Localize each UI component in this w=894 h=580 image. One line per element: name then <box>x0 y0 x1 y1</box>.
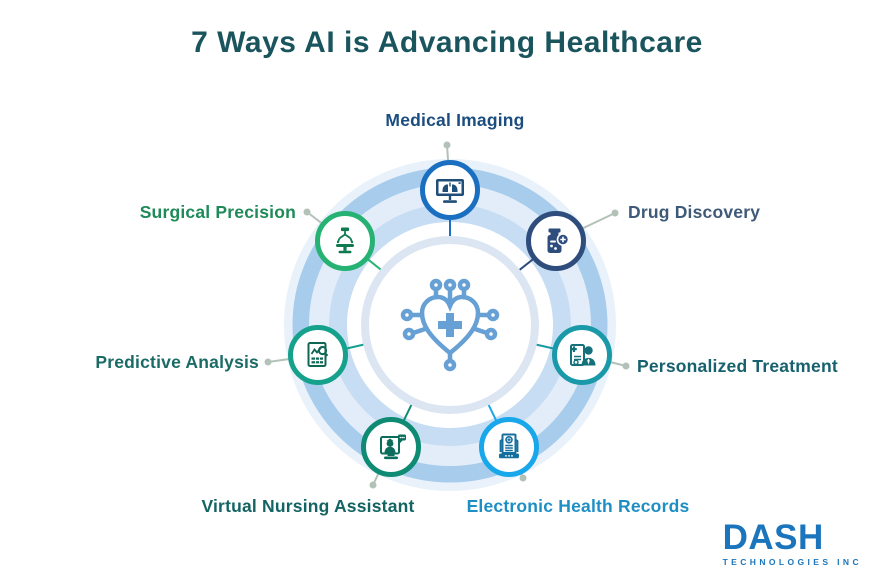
label-personalized-treatment: Personalized Treatment <box>637 356 838 376</box>
dash-logo-name: DASH <box>722 517 824 557</box>
doctor-clipboard-icon <box>570 344 596 366</box>
pill-bottle-icon <box>547 228 570 253</box>
node-personalized-treatment <box>552 325 612 385</box>
page-title: 7 Ways AI is Advancing Healthcare <box>191 26 703 59</box>
dash-logo: DASH TECHNOLOGIES INC <box>723 520 862 567</box>
label-virtual-nursing-assistant: Virtual Nursing Assistant <box>201 496 415 516</box>
label-electronic-health-records: Electronic Health Records <box>466 496 690 516</box>
monitor-lungs-icon <box>436 179 464 203</box>
nurse-screen-icon <box>380 434 406 460</box>
label-drug-discovery: Drug Discovery <box>628 202 761 222</box>
dash-logo-subtitle: TECHNOLOGIES INC <box>722 556 862 567</box>
label-surgical-precision: Surgical Precision <box>139 202 296 222</box>
node-predictive-analysis <box>288 325 348 385</box>
laptop-document-icon <box>499 433 519 459</box>
center-hub <box>361 236 539 414</box>
label-predictive-analysis: Predictive Analysis <box>95 352 259 372</box>
node-virtual-nursing-assistant <box>361 417 421 477</box>
node-medical-imaging <box>420 160 480 220</box>
node-electronic-health-records <box>479 417 539 477</box>
label-medical-imaging: Medical Imaging <box>385 110 525 130</box>
surgical-robot-icon <box>336 227 354 254</box>
ai-heart-circuit-icon <box>400 278 500 372</box>
chart-document-icon <box>307 342 329 367</box>
node-surgical-precision <box>315 211 375 271</box>
node-drug-discovery <box>526 211 586 271</box>
